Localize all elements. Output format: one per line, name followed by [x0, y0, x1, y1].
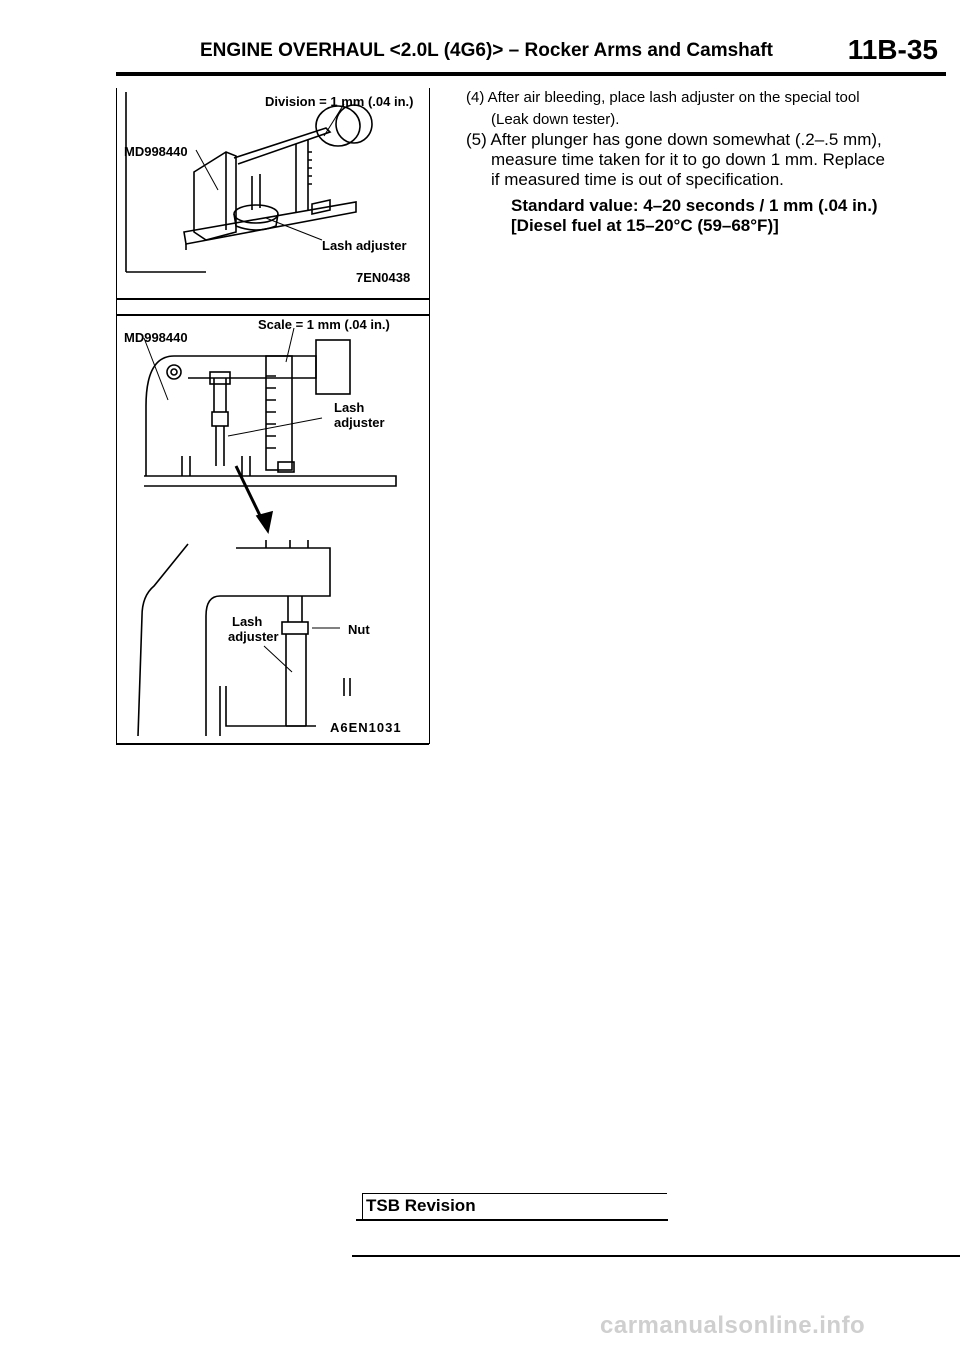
tool-label-fig1: MD998440 [124, 144, 188, 159]
figure-frame [116, 88, 430, 744]
nut-label: Nut [348, 622, 370, 637]
spec-condition: [Diesel fuel at 15–20°C (59–68°F)] [511, 216, 779, 235]
figure1-code: 7EN0438 [356, 270, 411, 285]
step5-line2: measure time taken for it to go down 1 m… [491, 150, 886, 169]
step5-line3: if measured time is out of specification… [491, 170, 784, 189]
figure2-code: A6EN1031 [330, 720, 402, 735]
step5-line1: (5) After plunger has gone down somewhat… [466, 130, 882, 149]
page-number: 11B-35 [847, 34, 938, 65]
leak-down-tester-section-illustration [137, 327, 397, 737]
figure-divider-top [116, 298, 429, 300]
lash-adjuster-label-fig1: Lash adjuster [322, 238, 407, 253]
spec-standard-value: Standard value: 4–20 seconds / 1 mm (.04… [511, 196, 878, 215]
lash-label-fig2-line1: Lash [334, 400, 365, 415]
figure-bottom-rule [116, 743, 429, 745]
leak-down-tester-illustration [125, 92, 373, 273]
header-rule [116, 72, 946, 76]
division-label: Division = 1 mm (.04 in.) [265, 94, 414, 109]
lower-lash-label-line2: adjuster [228, 629, 279, 644]
lash-label-fig2-line2: adjuster [334, 415, 385, 430]
lower-lash-label-line1: Lash [232, 614, 263, 629]
step4-line2: (Leak down tester). [491, 111, 620, 128]
tsb-bottom-rule [356, 1219, 668, 1221]
page-header: ENGINE OVERHAUL <2.0L (4G6)> – Rocker Ar… [0, 0, 960, 78]
tsb-revision-box [362, 1193, 667, 1220]
step4-line1: (4) After air bleeding, place lash adjus… [466, 89, 860, 106]
scale-label: Scale = 1 mm (.04 in.) [258, 317, 390, 332]
tool-label-fig2: MD998440 [124, 330, 188, 345]
page-title: ENGINE OVERHAUL <2.0L (4G6)> – Rocker Ar… [200, 40, 773, 61]
watermark: carmanualsonline.info [600, 1312, 866, 1339]
footer-rule [352, 1255, 960, 1257]
tsb-revision-label: TSB Revision [366, 1196, 476, 1215]
figure-divider-bottom [116, 314, 429, 316]
